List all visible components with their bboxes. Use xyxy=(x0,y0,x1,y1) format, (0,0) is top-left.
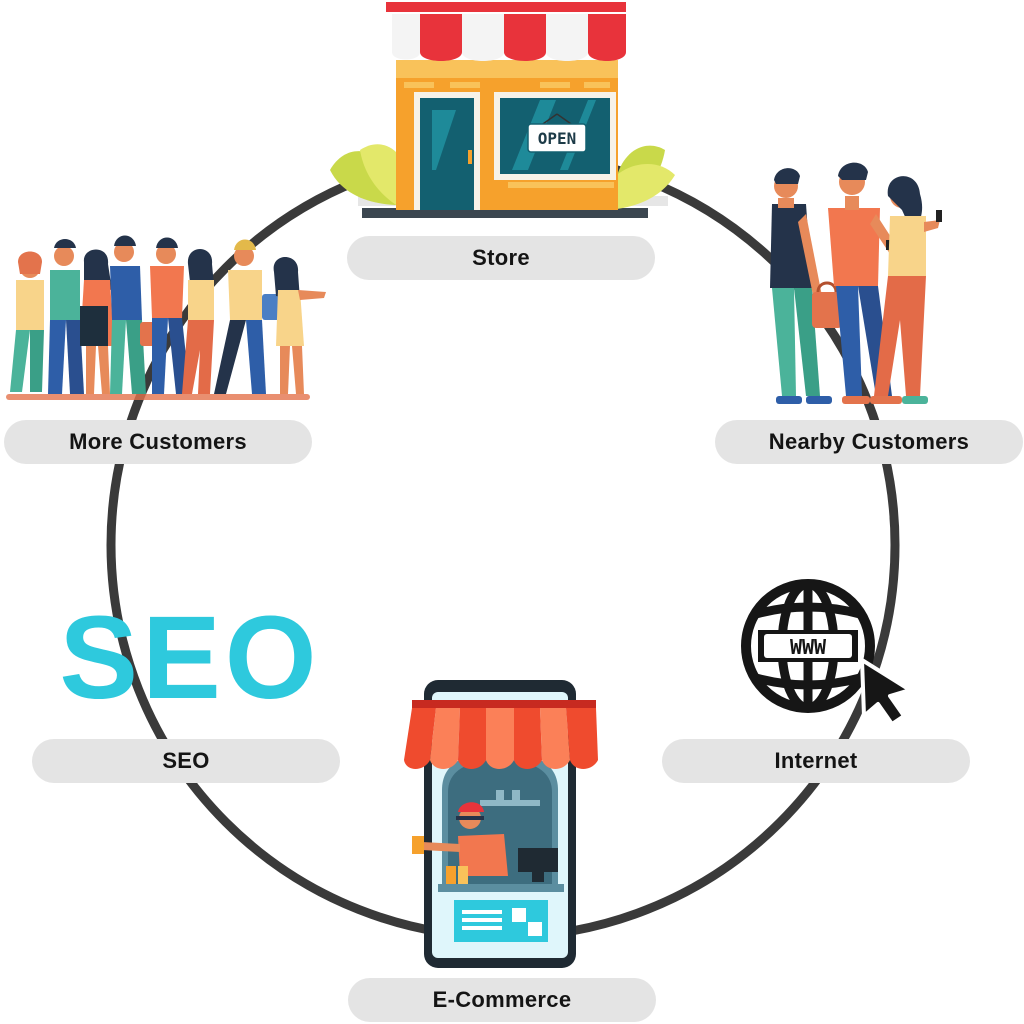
mobile-shop-icon xyxy=(404,680,598,968)
globe-www-icon: WWW xyxy=(741,579,875,713)
node-label-seo: SEO xyxy=(32,739,340,783)
node-label-more-customers: More Customers xyxy=(4,420,312,464)
node-label-internet: Internet xyxy=(662,739,970,783)
node-label-ecommerce: E-Commerce xyxy=(348,978,656,1022)
seo-logo: SEO xyxy=(59,592,321,724)
node-label-store: Store xyxy=(347,236,655,280)
open-sign-text: OPEN xyxy=(538,129,577,148)
open-sign xyxy=(527,123,587,153)
crowd-icon xyxy=(6,235,326,400)
cursor-icon xyxy=(860,658,912,726)
node-label-nearby-customers: Nearby Customers xyxy=(715,420,1023,464)
www-badge-text: WWW xyxy=(790,635,827,659)
people-group-icon xyxy=(770,162,942,404)
shop-icon: OPEN xyxy=(330,2,675,218)
